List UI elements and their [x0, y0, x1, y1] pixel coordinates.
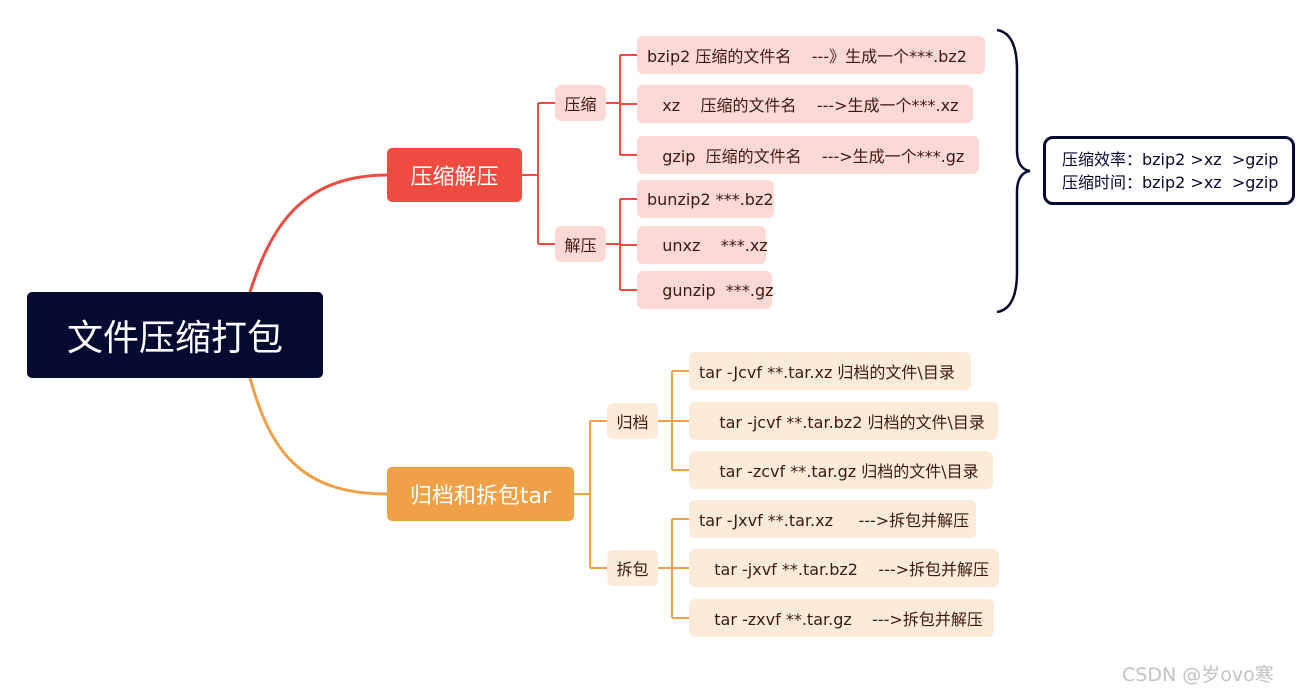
- leaf-decompress-gunzip[interactable]: gunzip ***.gz: [637, 271, 774, 309]
- subtopic-unpack[interactable]: 拆包: [607, 550, 658, 586]
- topic-compress-decompress[interactable]: 压缩解压: [387, 148, 522, 202]
- leaf-decompress-bunzip2[interactable]: bunzip2 ***.bz2: [637, 180, 774, 218]
- topic-archive-tar[interactable]: 归档和拆包tar: [387, 467, 574, 521]
- leaf-unpack-jxvf-xz[interactable]: tar -Jxvf **.tar.xz --->拆包并解压: [689, 500, 976, 538]
- leaf-unpack-jxvf-bz2[interactable]: tar -jxvf **.tar.bz2 --->拆包并解压: [689, 549, 999, 587]
- leaf-compress-gzip[interactable]: gzip 压缩的文件名 --->生成一个***.gz: [637, 136, 979, 174]
- connector-compress-fork: [522, 102, 555, 245]
- summary-efficiency: 压缩效率：bzip2 >xz >gzip: [1062, 149, 1279, 169]
- connector-root-compress: [248, 173, 388, 293]
- subtopic-decompress[interactable]: 解压: [555, 226, 606, 262]
- subtopic-archive[interactable]: 归档: [607, 403, 658, 439]
- connector-decompress-leaves: [606, 198, 637, 291]
- leaf-unpack-zxvf-gz[interactable]: tar -zxvf **.tar.gz --->拆包并解压: [689, 599, 994, 637]
- leaf-archive-zcvf-gz[interactable]: tar -zcvf **.tar.gz 归档的文件\目录: [689, 451, 993, 489]
- connector-root-archive: [248, 377, 388, 496]
- root-topic[interactable]: 文件压缩打包: [27, 292, 323, 378]
- leaf-compress-xz[interactable]: xz 压缩的文件名 --->生成一个***.xz: [637, 85, 973, 123]
- connector-compress-leaves: [606, 54, 637, 156]
- watermark: CSDN @岁ovo寒: [1122, 664, 1274, 686]
- leaf-compress-bzip2[interactable]: bzip2 压缩的文件名 ---》生成一个***.bz2: [637, 36, 985, 74]
- connector-unpack-leaves: [658, 518, 689, 619]
- leaf-archive-jcvf-xz[interactable]: tar -Jcvf **.tar.xz 归档的文件\目录: [689, 352, 971, 390]
- summary-box[interactable]: 压缩效率：bzip2 >xz >gzip 压缩时间：bzip2 >xz >gzi…: [1043, 136, 1295, 205]
- subtopic-compress[interactable]: 压缩: [555, 85, 606, 121]
- connector-archive-leaves: [658, 370, 689, 471]
- summary-time: 压缩时间：bzip2 >xz >gzip: [1062, 172, 1279, 192]
- leaf-decompress-unxz[interactable]: unxz ***.xz: [637, 226, 768, 264]
- leaf-archive-jcvf-bz2[interactable]: tar -jcvf **.tar.bz2 归档的文件\目录: [689, 402, 998, 440]
- summary-brace: [996, 28, 1031, 314]
- connector-archive-fork: [574, 420, 607, 569]
